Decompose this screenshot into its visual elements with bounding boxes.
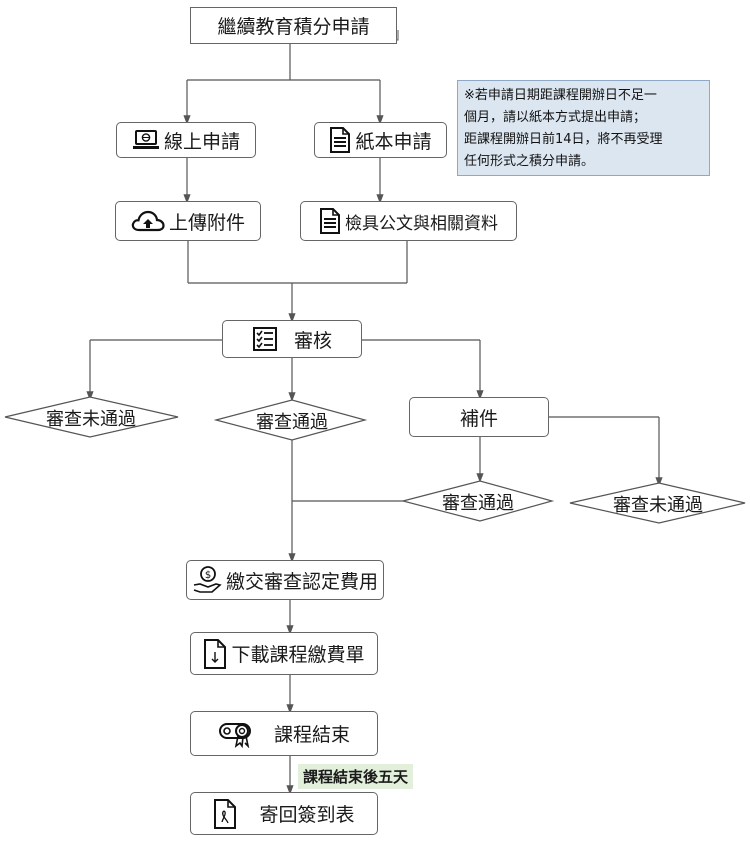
diamond-review-pass <box>213 399 368 441</box>
supplement-fail-label: 審查未通過 <box>613 495 703 516</box>
money-hand-icon: $ <box>192 565 222 595</box>
note-line-4: 任何形式之積分申請。 <box>464 154 595 169</box>
svg-text:$: $ <box>205 570 211 581</box>
diamond-supplement-pass <box>400 480 555 522</box>
paper-apply-label: 紙本申請 <box>355 130 432 153</box>
return-sheet-label: 寄回簽到表 <box>259 804 355 826</box>
checklist-icon <box>252 326 278 352</box>
certificate-icon <box>218 720 256 748</box>
review-box: 審核 <box>222 320 362 358</box>
course-end-label: 課程結束 <box>273 724 350 746</box>
cloud-upload-icon <box>131 209 165 233</box>
review-label: 審核 <box>293 329 332 352</box>
download-file-icon <box>203 638 227 669</box>
diamond-review-fail-left <box>4 396 179 438</box>
paper-apply-box: 紙本申請 <box>314 122 447 158</box>
signature-file-icon <box>213 798 237 829</box>
diamond-supplement-fail <box>569 482 746 524</box>
prepare-documents-box: 檢具公文與相關資料 <box>300 201 517 241</box>
review-pass-label: 審查通過 <box>256 412 328 433</box>
online-apply-label: 線上申請 <box>163 130 240 153</box>
online-apply-box: 線上申請 <box>116 122 256 158</box>
upload-attachment-box: 上傳附件 <box>115 201 261 241</box>
supplement-label: 補件 <box>459 407 498 430</box>
review-fail-left-label: 審查未通過 <box>46 409 136 430</box>
download-bill-label: 下載課程繳費單 <box>231 644 365 666</box>
title-text: 繼續教育積分申請 <box>217 16 370 38</box>
note-line-3: 距課程開辦日前14日，將不再受理 <box>464 132 663 147</box>
course-end-box: 課程結束 <box>190 711 378 756</box>
download-bill-box: 下載課程繳費單 <box>190 632 378 675</box>
note-line-2: 個月，請以紙本方式提出申請； <box>464 110 647 125</box>
pay-fee-label: 繳交審查認定費用 <box>225 570 378 593</box>
laptop-icon <box>132 129 160 151</box>
return-sheet-box: 寄回簽到表 <box>190 792 378 835</box>
note-box: ※若申請日期距課程開辦日不足一 個月，請以紙本方式提出申請； 距課程開辦日前14… <box>457 80 710 176</box>
five-days-label: 課程結束後五天 <box>298 764 414 789</box>
title-box: 繼續教育積分申請 <box>190 7 397 44</box>
upload-attachment-label: 上傳附件 <box>168 211 245 234</box>
prepare-documents-label: 檢具公文與相關資料 <box>345 213 498 234</box>
supplement-pass-label: 審查通過 <box>442 493 514 514</box>
supplement-box: 補件 <box>409 397 549 437</box>
document-icon <box>329 127 351 153</box>
pay-fee-box: $ 繳交審查認定費用 <box>186 560 384 600</box>
note-line-1: ※若申請日期距課程開辦日不足一 <box>464 88 657 103</box>
document-icon <box>319 208 341 234</box>
